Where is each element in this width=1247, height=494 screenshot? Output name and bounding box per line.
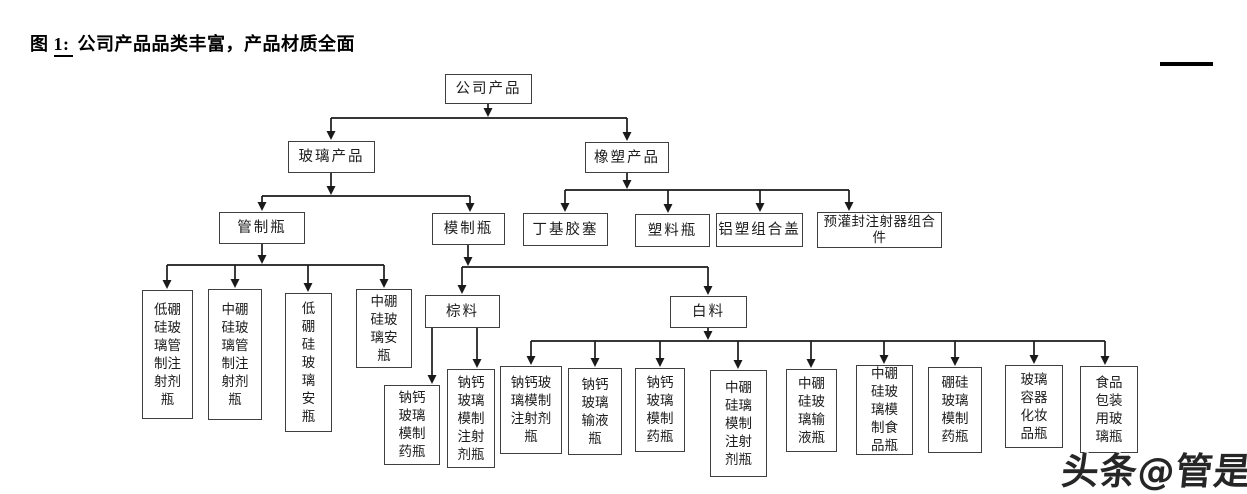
- node-prefilled-syringe-assembly: 预灌封注射器组合件: [817, 212, 942, 248]
- node-rubber-plastic-products: 橡塑产品: [585, 142, 669, 173]
- node-company-products: 公司产品: [445, 74, 532, 104]
- node-mid-boro-molded-injection-vial: 中硼 硅璃 模制 注射 剂瓶: [710, 370, 767, 477]
- node-butyl-rubber-stopper: 丁基胶塞: [523, 213, 608, 246]
- top-right-rule: [1160, 62, 1213, 66]
- node-low-boro-tube-injection-vial: 低硼 硅玻 璃管 制注 射剂 瓶: [142, 290, 193, 419]
- node-boro-molded-medicine-bottle: 硼硅 玻璃 模制 药瓶: [928, 367, 982, 453]
- node-amber-material: 棕料: [425, 295, 500, 328]
- node-mid-boro-ampoule: 中硼 硅玻 璃安 瓶: [356, 289, 412, 368]
- node-plastic-bottle: 塑料瓶: [635, 214, 710, 247]
- figure-title: 图 1: 公司产品品类丰富，产品材质全面: [30, 30, 355, 57]
- node-soda-lime-infusion-bottle: 钠钙 玻璃 输液 瓶: [568, 368, 622, 455]
- node-mid-boro-tube-injection-vial: 中硼 硅玻 璃管 制注 射剂 瓶: [208, 289, 262, 420]
- toutiao-watermark: 头条@管是: [1059, 450, 1247, 493]
- node-molded-vial: 模制瓶: [432, 213, 505, 245]
- node-mid-boro-molded-food-bottle: 中硼 硅玻 璃模 制食 品瓶: [856, 365, 913, 455]
- node-food-packaging-glass-bottle: 食品 包装 用玻 璃瓶: [1080, 366, 1138, 453]
- node-soda-lime-molded-medicine-bottle: 钠钙 玻璃 模制 药瓶: [635, 368, 685, 452]
- node-soda-lime-molded-injection-vial-amber: 钠钙 玻璃 模制 注射 剂瓶: [447, 369, 495, 468]
- node-glass-cosmetic-container-bottle: 玻璃 容器 化妆 品瓶: [1005, 365, 1063, 448]
- node-soda-lime-molded-injection-vial: 钠钙玻 璃模制 注射剂 瓶: [500, 366, 562, 454]
- figure-title-prefix: 图: [30, 34, 54, 54]
- figure-title-text: 公司产品品类丰富，产品材质全面: [72, 34, 355, 54]
- node-low-boro-ampoule: 低 硼 硅 玻 璃 安 瓶: [285, 293, 332, 432]
- node-aluminum-plastic-combo-cap: 铝塑组合盖: [716, 213, 803, 247]
- node-tube-made-vial: 管制瓶: [219, 212, 305, 244]
- node-soda-lime-molded-medicine-bottle-amber: 钠钙 玻璃 模制 药瓶: [384, 385, 440, 465]
- node-glass-products: 玻璃产品: [288, 141, 375, 173]
- node-flint-material: 白料: [670, 296, 747, 328]
- node-mid-boro-infusion-bottle: 中硼 硅玻 璃输 液瓶: [786, 369, 837, 452]
- figure-number: 1:: [53, 34, 73, 57]
